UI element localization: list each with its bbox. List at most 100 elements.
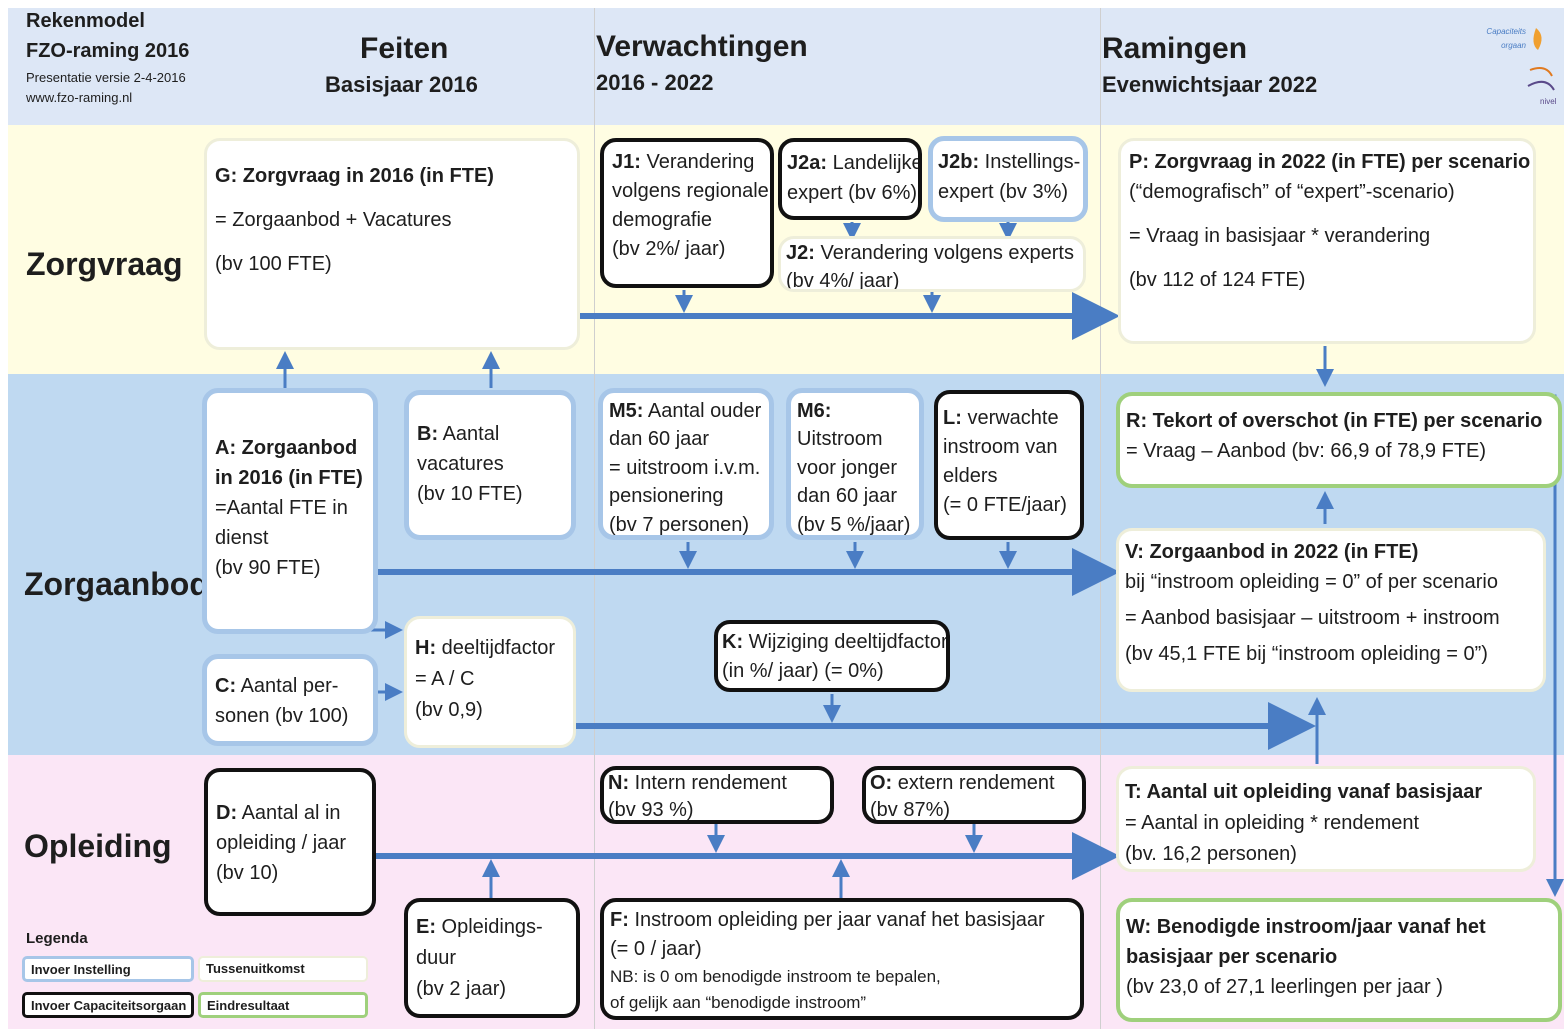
box-w-title: basisjaar per scenario: [1126, 946, 1338, 968]
box-j2b-title: J2b: Instellings-: [938, 151, 1081, 173]
box-o-title: O: extern rendement: [870, 772, 1055, 794]
box-j2b-example: expert (bv 3%): [938, 181, 1069, 203]
box-m6-title: M6:: [797, 400, 832, 422]
capaciteitsorgaan-logo: Capaciteits orgaan nivel: [1486, 27, 1557, 106]
box-j2-experts: J2: Verandering volgens experts (bv 4%/ …: [778, 236, 1086, 292]
box-c-aantal-personen: C: Aantal per- sonen (bv 100): [202, 654, 378, 746]
model-title: Rekenmodel: [26, 10, 145, 32]
box-t-uit-opleiding: T: Aantal uit opleiding vanaf basisjaar …: [1116, 766, 1536, 872]
legend-tussenuitkomst: Tussenuitkomst: [198, 956, 368, 982]
box-n-intern-rendement: N: Intern rendement (bv 93 %): [600, 766, 834, 824]
box-t-example: (bv. 16,2 personen): [1125, 843, 1297, 865]
box-p-title: P: Zorgvraag in 2022 (in FTE) per scenar…: [1129, 151, 1531, 173]
box-w-title: W: Benodigde instroom/jaar vanaf het: [1126, 916, 1486, 938]
box-m6-line: dan 60 jaar: [797, 485, 898, 508]
box-g-formula: = Zorgaanbod + Vacatures: [215, 209, 452, 231]
box-j2-example: (bv 4%/ jaar): [786, 270, 900, 292]
box-b-example: (bv 10 FTE): [417, 483, 523, 505]
box-j2a-title: J2a: Landelijke: [787, 152, 922, 174]
box-m5-title: M5: Aantal ouder: [609, 400, 762, 422]
header-band: [8, 8, 1564, 125]
box-h-formula: = A / C: [415, 668, 475, 690]
box-j1-demografie: J1: Verandering volgens regionale demogr…: [600, 138, 774, 288]
legend-title: Legenda: [26, 930, 88, 947]
box-h-example: (bv 0,9): [415, 699, 483, 721]
legend-eindresultaat: Eindresultaat: [198, 992, 368, 1018]
box-v-formula: = Aanbod basisjaar – uitstroom + instroo…: [1125, 607, 1500, 629]
box-j1-line: volgens regionale: [612, 180, 769, 202]
box-a-formula: =Aantal FTE in: [215, 497, 348, 519]
box-w-example: (bv 23,0 of 27,1 leerlingen per jaar ): [1126, 976, 1443, 998]
logo-text: Capaciteits: [1486, 27, 1526, 36]
box-j2b-instellings-expert: J2b: Instellings- expert (bv 3%): [928, 136, 1088, 222]
box-m5-pensionering: M5: Aantal ouder dan 60 jaar = uitstroom…: [598, 388, 774, 540]
box-g-example: (bv 100 FTE): [215, 253, 332, 275]
box-j1-title: J1: Verandering: [612, 151, 755, 173]
column-title-feiten: Feiten: [360, 32, 449, 65]
box-m6-line: Uitstroom: [797, 428, 883, 451]
box-l-line: instroom van: [943, 436, 1058, 458]
column-divider: [594, 8, 595, 1029]
model-subtitle: FZO-raming 2016: [26, 40, 190, 62]
box-g-title: G: Zorgvraag in 2016 (in FTE): [215, 165, 494, 187]
box-r-title: R: Tekort of overschot (in FTE) per scen…: [1126, 410, 1543, 432]
box-p-zorgvraag-2022: P: Zorgvraag in 2022 (in FTE) per scenar…: [1118, 138, 1536, 344]
box-k-title: K: Wijziging deeltijdfactor: [722, 631, 948, 653]
model-url: www.fzo-raming.nl: [26, 90, 133, 105]
box-a-title: in 2016 (in FTE): [215, 467, 363, 489]
logo-leaf-icon: [1533, 28, 1542, 50]
box-v-condition: bij “instroom opleiding = 0” of per scen…: [1125, 571, 1498, 593]
box-e-opleidingsduur: E: Opleidings- duur (bv 2 jaar): [404, 898, 580, 1018]
column-title-verwachtingen: Verwachtingen: [596, 30, 808, 63]
logo-swoosh-icon: [1529, 67, 1553, 77]
logo-text: nivel: [1540, 97, 1557, 106]
box-l-line: elders: [943, 465, 998, 487]
box-v-example: (bv 45,1 FTE bij “instroom opleiding = 0…: [1125, 643, 1488, 665]
box-c-example: sonen (bv 100): [215, 705, 349, 727]
row-title-opleiding: Opleiding: [24, 828, 172, 864]
column-subtitle-ramingen: Evenwichtsjaar 2022: [1102, 72, 1318, 97]
box-e-example: (bv 2 jaar): [416, 978, 507, 1000]
box-e-line: duur: [416, 947, 457, 969]
box-v-zorgaanbod-2022: V: Zorgaanbod in 2022 (in FTE) bij “inst…: [1116, 528, 1546, 692]
logo-text: orgaan: [1501, 41, 1526, 50]
box-f-example: (= 0 / jaar): [610, 938, 702, 960]
box-n-title: N: Intern rendement: [608, 772, 787, 794]
box-t-title: T: Aantal uit opleiding vanaf basisjaar: [1125, 781, 1483, 803]
legend-invoer-instelling: Invoer Instelling: [22, 956, 194, 982]
box-m5-line: = uitstroom i.v.m.: [609, 456, 761, 479]
box-b-title: B: Aantal: [417, 423, 500, 445]
box-a-title: A: Zorgaanbod: [215, 437, 358, 459]
row-title-zorgvraag: Zorgvraag: [26, 246, 183, 282]
box-h-deeltijdfactor: H: deeltijdfactor = A / C (bv 0,9): [404, 616, 576, 748]
box-t-formula: = Aantal in opleiding * rendement: [1125, 812, 1420, 834]
box-e-title: E: Opleidings-: [416, 916, 543, 938]
box-a-example: (bv 90 FTE): [215, 557, 321, 579]
column-subtitle-verwachtingen: 2016 - 2022: [596, 70, 714, 95]
box-m6-uitstroom: M6: Uitstroom voor jonger dan 60 jaar (b…: [786, 388, 924, 540]
box-k-wijziging-deeltijdfactor: K: Wijziging deeltijdfactor (in %/ jaar)…: [714, 620, 950, 692]
box-f-instroom-opleiding: F: Instroom opleiding per jaar vanaf het…: [600, 898, 1084, 1020]
box-w-benodigde-instroom: W: Benodigde instroom/jaar vanaf het bas…: [1116, 898, 1562, 1022]
box-m6-line: voor jonger: [797, 456, 898, 479]
box-a-formula: dienst: [215, 527, 269, 549]
box-p-formula: = Vraag in basisjaar * verandering: [1129, 225, 1431, 247]
box-l-instroom-elders: L: verwachte instroom van elders (= 0 FT…: [934, 390, 1084, 540]
box-p-example: (bv 112 of 124 FTE): [1129, 269, 1306, 291]
box-k-example: (in %/ jaar) (= 0%): [722, 660, 884, 682]
box-j2-title: J2: Verandering volgens experts: [786, 242, 1074, 264]
box-l-title: L: verwachte: [943, 407, 1059, 429]
box-r-formula: = Vraag – Aanbod (bv: 66,9 of 78,9 FTE): [1126, 440, 1487, 462]
legend-invoer-capaciteitsorgaan: Invoer Capaciteitsorgaan: [22, 992, 194, 1018]
box-d-aantal-in-opleiding: D: Aantal al in opleiding / jaar (bv 10): [204, 768, 376, 916]
box-d-title: D: Aantal al in: [216, 802, 341, 824]
box-m5-example: (bv 7 personen): [609, 513, 750, 536]
box-n-example: (bv 93 %): [608, 799, 694, 821]
logo-swoosh-icon: [1527, 80, 1555, 91]
box-b-line: vacatures: [417, 453, 504, 475]
box-d-example: (bv 10): [216, 862, 279, 884]
box-f-title: F: Instroom opleiding per jaar vanaf het…: [610, 909, 1045, 931]
box-o-example: (bv 87%): [870, 799, 951, 821]
box-m6-example: (bv 5 %/jaar): [797, 513, 911, 536]
